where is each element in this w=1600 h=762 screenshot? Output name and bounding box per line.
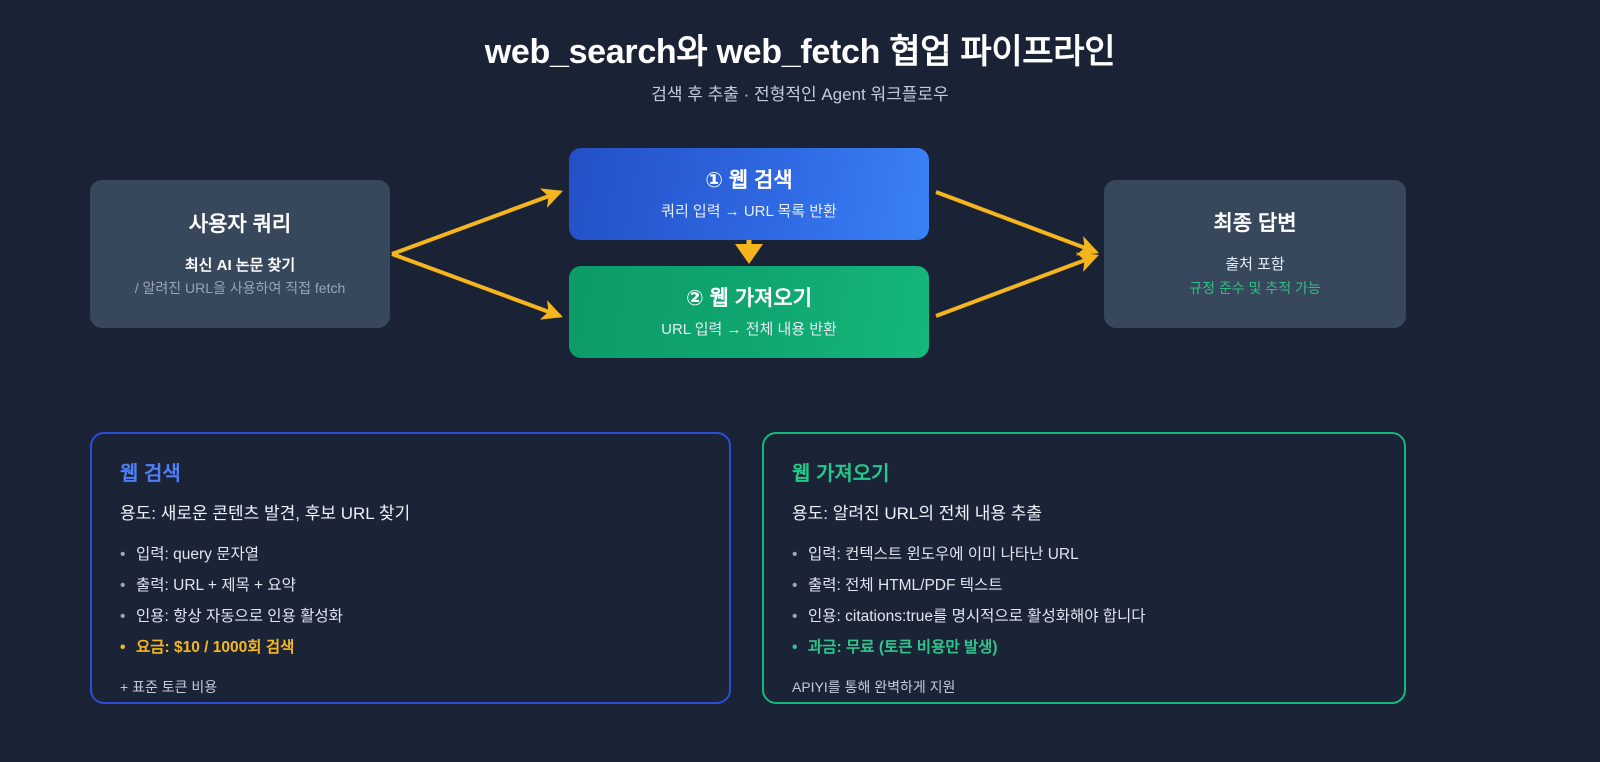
arrow-search-to-fetch [735, 244, 763, 264]
pricing-highlight: 과금: 무료 (토큰 비용만 발생) [792, 632, 1376, 663]
detail-cards: 웹 검색 용도: 새로운 콘텐츠 발견, 후보 URL 찾기 입력: query… [0, 432, 1600, 704]
node-title: 사용자 쿼리 [188, 212, 292, 236]
node-title: ① 웹 검색 [705, 168, 793, 192]
card-bullet-list: 입력: query 문자열 출력: URL + 제목 + 요약 인용: 항상 자… [120, 539, 701, 663]
node-subtitle: URL 입력 → 전체 내용 반환 [661, 320, 837, 338]
list-item: 입력: query 문자열 [120, 539, 701, 570]
card-title: 웹 가져오기 [792, 463, 890, 485]
card-purpose: 용도: 새로운 콘텐츠 발견, 후보 URL 찾기 [120, 504, 411, 523]
arrow-fetch-to-final [935, 252, 1099, 318]
diagram-header: web_search와 web_fetch 협업 파이프라인 검색 후 추출 ·… [0, 30, 1600, 107]
page-subtitle: 검색 후 추출 · 전형적인 Agent 워크플로우 [651, 85, 949, 104]
card-purpose: 용도: 알려진 URL의 전체 내용 추출 [792, 504, 1043, 523]
node-accent-note: 규정 준수 및 추적 가능 [1189, 279, 1321, 296]
pricing-highlight: 요금: $10 / 1000회 검색 [120, 632, 701, 663]
flow-node-web-fetch[interactable]: ② 웹 가져오기 URL 입력 → 전체 내용 반환 [569, 266, 929, 358]
card-web-search[interactable]: 웹 검색 용도: 새로운 콘텐츠 발견, 후보 URL 찾기 입력: query… [90, 432, 731, 704]
list-item: 인용: 항상 자동으로 인용 활성화 [120, 601, 701, 632]
card-title: 웹 검색 [120, 463, 181, 485]
arrow-search-to-final [935, 190, 1099, 256]
arrow-user-to-fetch [391, 252, 563, 320]
list-item: 입력: 컨텍스트 윈도우에 이미 나타난 URL [792, 539, 1376, 570]
card-footer-note: + 표준 토큰 비용 [120, 679, 218, 695]
node-subtitle: 출처 포함 [1225, 255, 1285, 273]
list-item: 인용: citations:true를 명시적으로 활성화해야 합니다 [792, 601, 1376, 632]
node-title: 최종 답변 [1213, 211, 1297, 235]
list-item: 출력: URL + 제목 + 요약 [120, 570, 701, 601]
node-secondary-note: / 알려진 URL을 사용하여 직접 fetch [134, 279, 346, 296]
card-footer-note: APIYI를 통해 완벽하게 지원 [792, 679, 956, 695]
flow-node-final-answer[interactable]: 최종 답변 출처 포함 규정 준수 및 추적 가능 [1104, 180, 1406, 328]
node-subtitle: 쿼리 입력 → URL 목록 반환 [661, 202, 837, 220]
page-title: web_search와 web_fetch 협업 파이프라인 [484, 33, 1116, 71]
node-title: ② 웹 가져오기 [685, 286, 813, 310]
flow-node-user-query[interactable]: 사용자 쿼리 최신 AI 논문 찾기 / 알려진 URL을 사용하여 직접 fe… [90, 180, 390, 328]
card-bullet-list: 입력: 컨텍스트 윈도우에 이미 나타난 URL 출력: 전체 HTML/PDF… [792, 539, 1376, 663]
pipeline-flow: 사용자 쿼리 최신 AI 논문 찾기 / 알려진 URL을 사용하여 직접 fe… [0, 148, 1600, 363]
node-subtitle: 최신 AI 논문 찾기 [184, 256, 296, 274]
arrow-user-to-search [391, 188, 563, 256]
flow-node-web-search[interactable]: ① 웹 검색 쿼리 입력 → URL 목록 반환 [569, 148, 929, 240]
list-item: 출력: 전체 HTML/PDF 텍스트 [792, 570, 1376, 601]
card-web-fetch[interactable]: 웹 가져오기 용도: 알려진 URL의 전체 내용 추출 입력: 컨텍스트 윈도… [762, 432, 1406, 704]
